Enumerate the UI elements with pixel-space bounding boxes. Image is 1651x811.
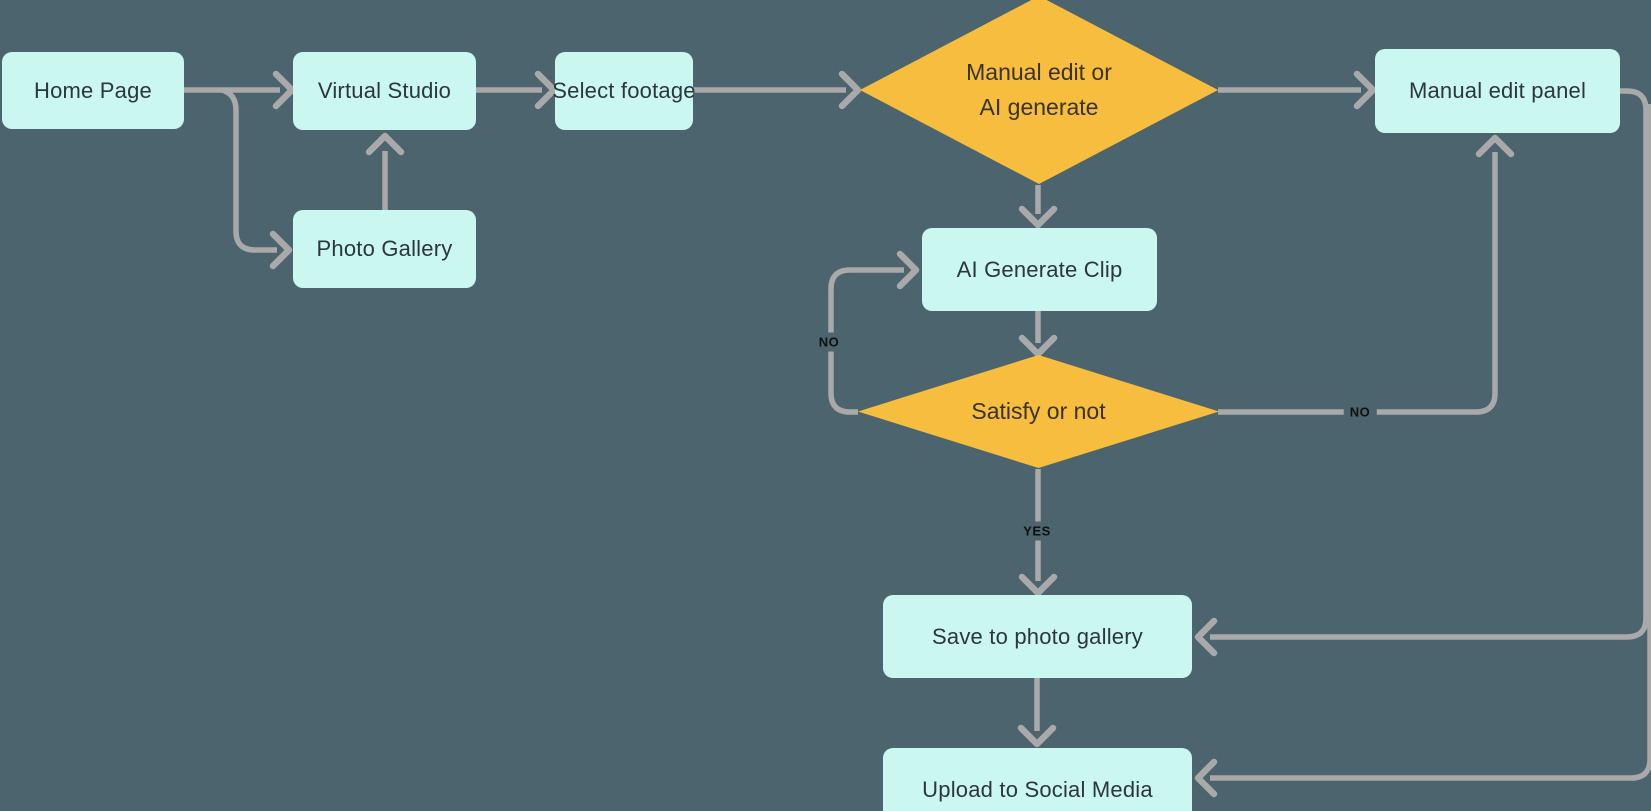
node-manual-edit-panel: Manual edit panel bbox=[1375, 49, 1620, 133]
node-ai-generate-clip: AI Generate Clip bbox=[922, 228, 1157, 311]
arrowhead-left-into-upload bbox=[1194, 758, 1218, 798]
node-upload-to-social-media-label: Upload to Social Media bbox=[922, 776, 1153, 802]
node-save-to-photo-gallery-label: Save to photo gallery bbox=[932, 623, 1143, 649]
edge-label-no-loop: NO bbox=[812, 332, 846, 352]
node-manual-edit-panel-label: Manual edit panel bbox=[1408, 78, 1587, 103]
edge-label-yes: YES bbox=[1017, 521, 1057, 541]
node-home-page-label: Home Page bbox=[34, 77, 152, 103]
node-home-page: Home Page bbox=[2, 52, 184, 129]
node-select-footage-label: Select footage bbox=[552, 78, 696, 103]
node-save-to-photo-gallery: Save to photo gallery bbox=[883, 595, 1192, 678]
arrowhead-into-decision-1 bbox=[838, 70, 862, 110]
arrowhead-down-into-ai-generate-clip bbox=[1018, 205, 1058, 229]
node-photo-gallery-label: Photo Gallery bbox=[316, 236, 453, 261]
arrowhead-into-select-footage bbox=[534, 70, 558, 110]
edge-home-to-photo-gallery bbox=[221, 87, 277, 253]
edge-label-no-right: NO bbox=[1343, 402, 1377, 422]
edge-manual-edit-panel-to-save bbox=[1210, 88, 1649, 640]
decision-manual-or-ai-line2: AI generate bbox=[979, 94, 1099, 120]
edge-manual-edit-panel-to-upload bbox=[1210, 104, 1651, 781]
node-photo-gallery: Photo Gallery bbox=[293, 210, 476, 288]
arrowhead-down-into-upload bbox=[1017, 724, 1057, 748]
arrowhead-into-manual-edit-panel bbox=[1353, 70, 1377, 110]
arrowhead-into-virtual-studio bbox=[272, 70, 296, 110]
arrowhead-down-into-decision-satisfy bbox=[1018, 334, 1058, 358]
arrowhead-left-into-save bbox=[1194, 617, 1218, 657]
decision-satisfy-or-not-label: Satisfy or not bbox=[971, 398, 1106, 424]
node-upload-to-social-media: Upload to Social Media bbox=[883, 748, 1192, 811]
node-select-footage: Select footage bbox=[552, 52, 696, 130]
arrowhead-loop-into-ai-generate-clip bbox=[896, 250, 920, 290]
arrowhead-up-into-manual-edit-panel bbox=[1475, 134, 1515, 158]
node-virtual-studio: Virtual Studio bbox=[293, 52, 476, 130]
arrowhead-down-into-save bbox=[1018, 573, 1058, 597]
node-virtual-studio-label: Virtual Studio bbox=[317, 78, 452, 103]
arrowhead-into-photo-gallery bbox=[269, 230, 293, 270]
node-ai-generate-clip-label: AI Generate Clip bbox=[956, 256, 1123, 282]
arrowhead-up-into-virtual-studio bbox=[365, 132, 405, 156]
decision-manual-or-ai-line1: Manual edit or bbox=[966, 59, 1112, 85]
edge-satisfy-no-to-manual-edit-panel bbox=[1218, 152, 1498, 415]
